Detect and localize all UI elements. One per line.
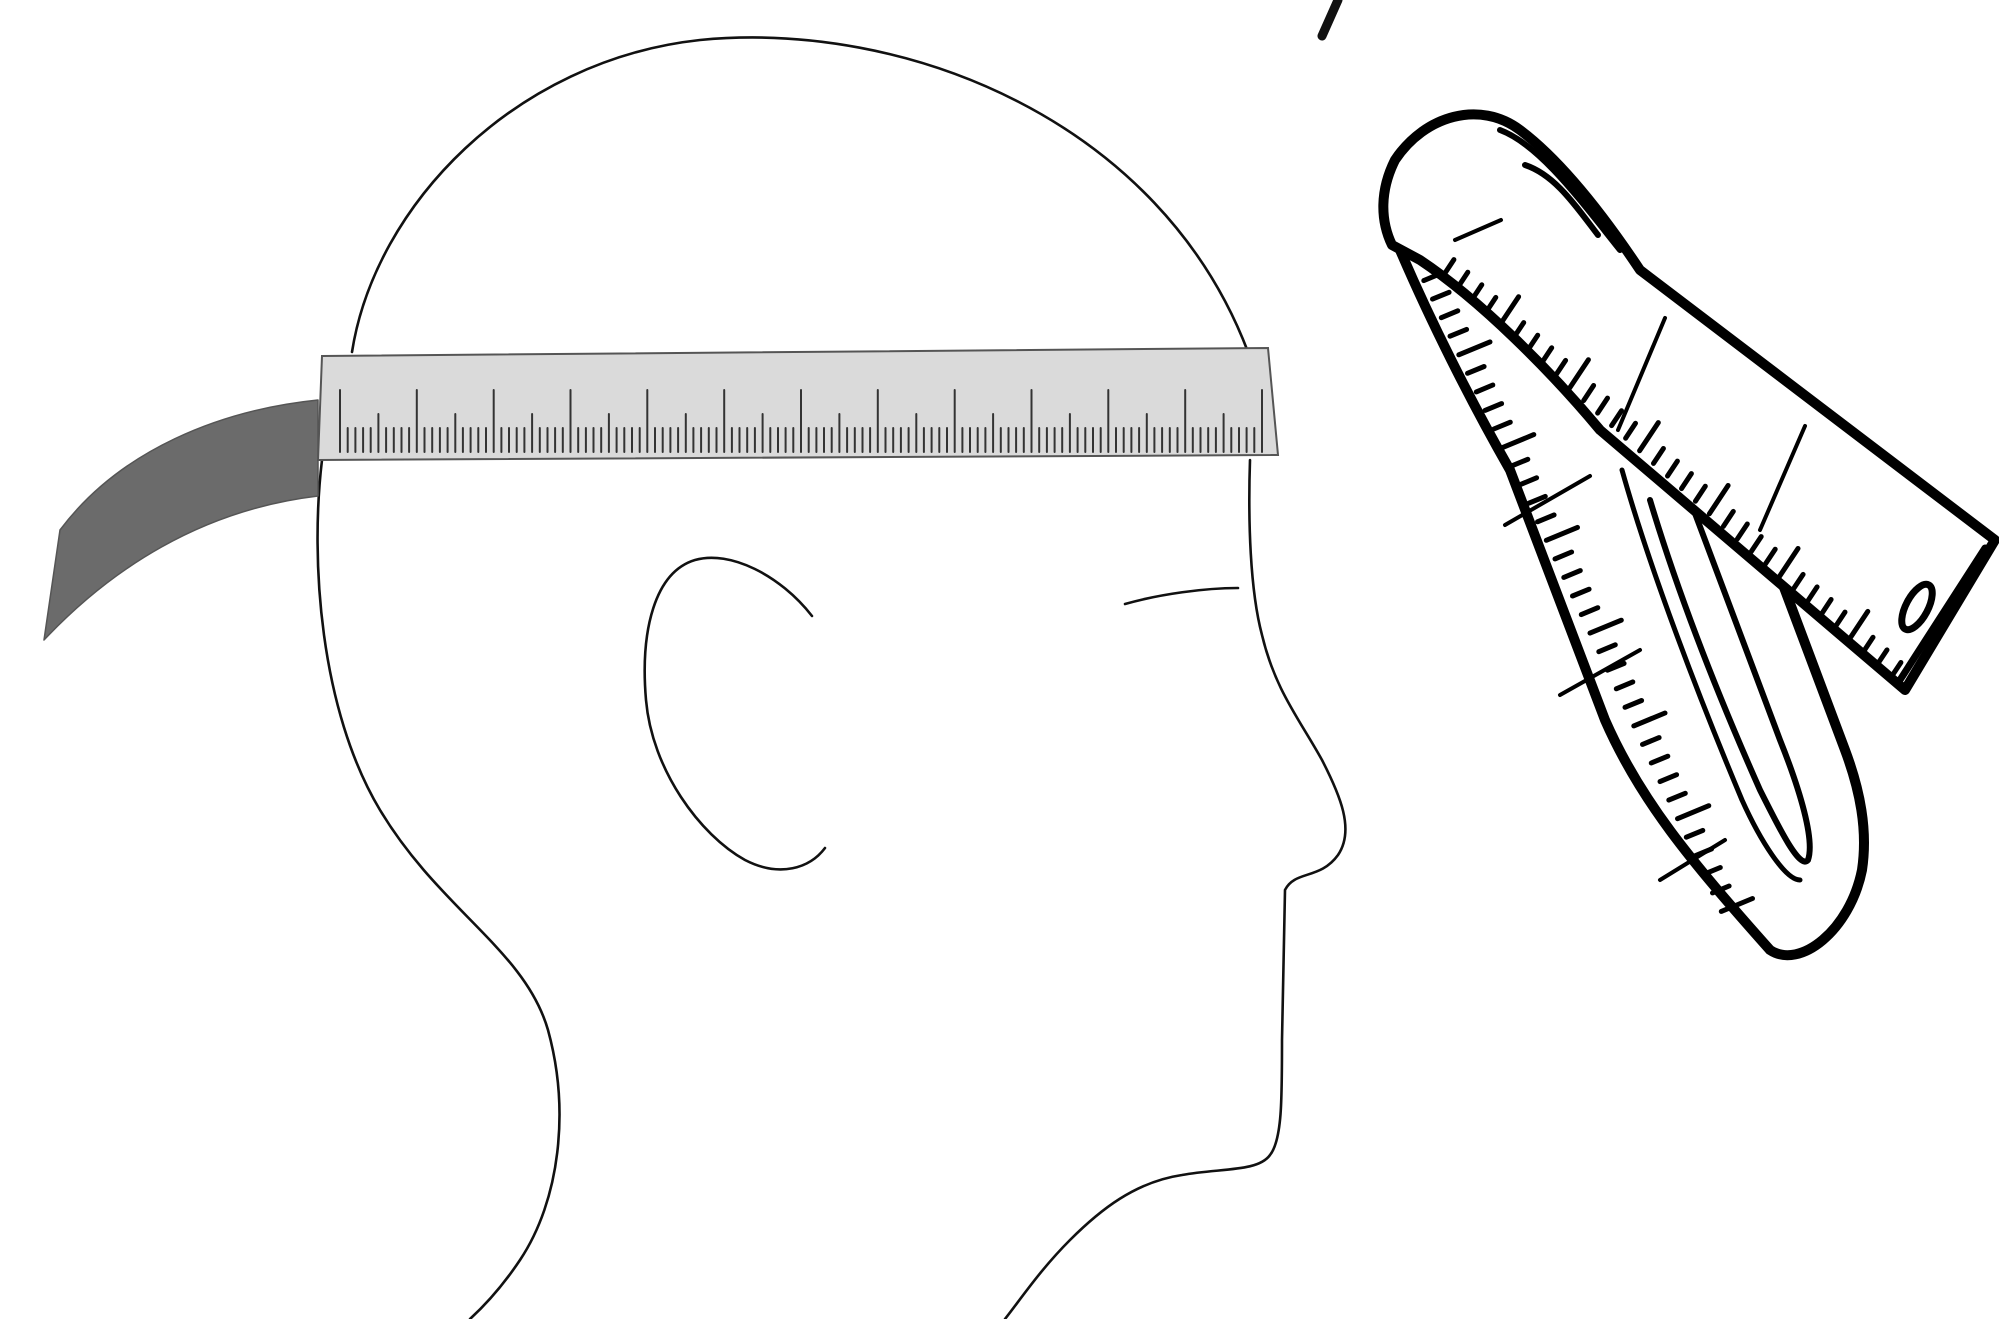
head-profile-icon [318,38,1346,1319]
top-edge-stroke-fragment [1322,0,1338,36]
eye-line [1125,588,1238,604]
back-of-head-line [318,460,560,1319]
ear-outline [645,558,825,870]
tape-tail-strap [44,400,318,640]
face-profile-line [1005,460,1345,1319]
rolled-measuring-tape-icon [1383,114,1995,955]
head-measuring-tape-icon [44,348,1278,640]
head-outline [352,38,1248,352]
